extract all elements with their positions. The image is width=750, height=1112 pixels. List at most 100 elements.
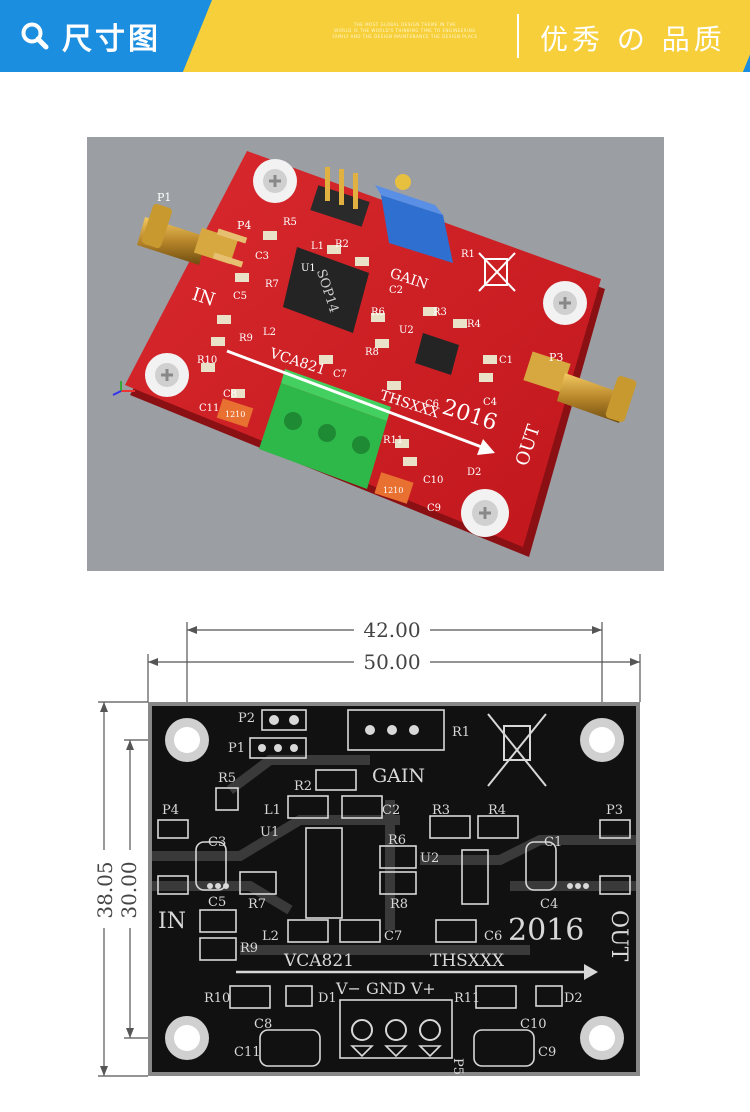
svg-text:C11: C11 [199,403,219,414]
svg-text:1210: 1210 [383,486,403,495]
svg-text:R6: R6 [371,307,385,318]
header-title-group: 尺寸图 [20,14,161,58]
header-right-title: 优秀 の 品质 [540,23,726,56]
dim-width-inner: 42.00 [363,618,420,642]
svg-text:C5: C5 [233,291,247,302]
svg-text:R2: R2 [294,779,312,794]
svg-text:R3: R3 [432,803,450,818]
svg-text:R11: R11 [383,435,403,446]
mount-hole [165,718,209,762]
svg-text:U2: U2 [420,851,439,866]
dimension-lines [98,622,641,1077]
mount-hole [580,1016,624,1060]
svg-text:R7: R7 [265,279,279,290]
capacitor-1210: 1210 [216,398,254,428]
weee-bin-icon [478,252,516,292]
svg-text:P5: P5 [450,1058,465,1075]
svg-text:R10: R10 [197,355,217,366]
svg-text:R9: R9 [240,941,258,956]
svg-text:C11: C11 [234,1045,261,1060]
mount-hole [145,353,189,397]
svg-text:C8: C8 [254,1017,272,1032]
svg-text:C9: C9 [538,1045,556,1060]
svg-text:C1: C1 [544,835,562,850]
svg-text:P3: P3 [549,351,563,364]
svg-text:C2: C2 [389,285,403,296]
svg-text:U1: U1 [260,825,279,840]
header-divider [517,14,519,58]
sma-connector-out [523,351,637,423]
svg-text:P4: P4 [162,803,179,818]
svg-text:D1: D1 [318,991,337,1006]
svg-text:L2: L2 [263,327,276,338]
svg-text:D2: D2 [564,991,583,1006]
signal-arrow-head [477,439,495,455]
svg-text:R9: R9 [239,333,253,344]
svg-text:U2: U2 [399,325,414,336]
dim-height-outer: 38.05 [93,861,117,918]
svg-text:R8: R8 [365,347,379,358]
tagline-line: FAMILY AND THE DESIGN MAINTENANCE THE DE… [332,34,478,39]
svg-text:P3: P3 [606,803,623,818]
svg-text:R2: R2 [335,239,349,250]
svg-text:R8: R8 [390,897,408,912]
svg-text:C9: C9 [427,503,441,514]
svg-text:P1: P1 [157,191,171,204]
mount-hole [461,489,509,537]
svg-text:R11: R11 [454,991,480,1006]
pcb-3d-render: SOP14 1210 1210 [87,137,664,571]
dimension-arrows [100,626,640,1076]
silkscreen-labels: P2 P1 R1 P4 P3 R5 R2 L1 C2 C3 U1 R6 U2 R… [158,711,631,1075]
svg-text:C10: C10 [423,475,443,486]
svg-text:C5: C5 [208,895,226,910]
svg-text:C2: C2 [382,803,400,818]
mount-hole [253,159,297,203]
ic-u2 [415,333,459,375]
svg-text:IN: IN [158,909,186,934]
mount-hole [580,718,624,762]
svg-text:R3: R3 [433,307,447,318]
svg-text:R1: R1 [452,725,470,740]
weee-bin-icon [487,713,547,787]
screw-terminal [259,369,391,489]
svg-text:D2: D2 [467,467,481,478]
svg-text:L1: L1 [264,803,281,818]
svg-text:R10: R10 [204,991,230,1006]
axis-gizmo [112,381,135,396]
mount-hole [543,281,587,325]
svg-text:R4: R4 [488,803,506,818]
sma-connector-in [137,203,248,268]
svg-text:C10: C10 [520,1017,547,1032]
svg-text:R1: R1 [461,249,475,260]
tagline-line: THE MOST GLOBAL DESIGN THEME IN THE [353,22,457,27]
svg-text:C6: C6 [425,399,439,410]
svg-text:C7: C7 [333,369,347,380]
svg-text:P4: P4 [237,219,251,232]
dimension-drawing-svg: 42.00 50.00 38.05 30.00 [93,618,641,1077]
svg-text:P2: P2 [238,711,255,726]
svg-text:2016: 2016 [508,913,584,948]
svg-text:U1: U1 [301,263,316,274]
svg-text:C3: C3 [208,835,226,850]
search-icon [21,22,49,50]
tagline-line: WORLD IS THE WORLD'S THINKING TIME TO EN… [334,28,476,33]
svg-text:VCA821: VCA821 [283,951,354,971]
svg-text:V− GND V+: V− GND V+ [335,979,436,998]
pcb-3d-render-svg: SOP14 1210 1210 [112,151,637,557]
dimension-drawing: 42.00 50.00 38.05 30.00 [90,610,670,1090]
svg-text:C4: C4 [540,897,558,912]
svg-text:L2: L2 [262,929,279,944]
potentiometer [375,174,453,263]
svg-text:C3: C3 [255,251,269,262]
silkscreen-outlines [157,709,631,1067]
svg-text:R4: R4 [467,319,481,330]
header-tagline: THE MOST GLOBAL DESIGN THEME IN THE WORL… [300,22,510,40]
dim-width-outer: 50.00 [363,650,420,674]
svg-text:P1: P1 [228,741,245,756]
silkscreen-pads [207,715,589,889]
terminal-screws [350,1019,442,1058]
svg-text:R7: R7 [248,897,266,912]
ic-sop14: SOP14 [283,247,369,333]
svg-text:R6: R6 [388,833,406,848]
